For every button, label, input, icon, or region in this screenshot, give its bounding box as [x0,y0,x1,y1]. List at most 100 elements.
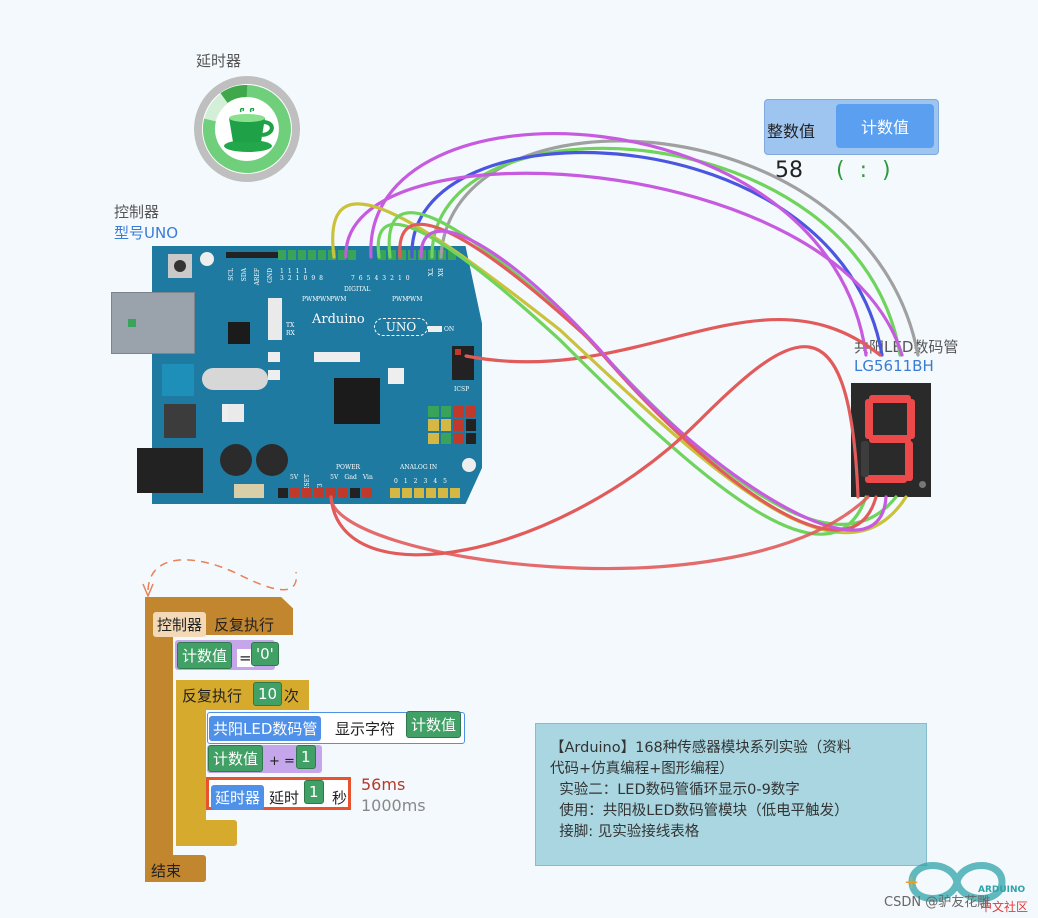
power-header [278,488,374,498]
delay-elapsed: 56ms [361,775,406,794]
info-line-1: 【Arduino】168种传感器模块系列实验（资料 [550,740,852,756]
wire-red-top [464,318,882,364]
label-scl: SCL [228,268,235,281]
end-block[interactable] [145,855,206,882]
watermark-sub: 中文社区 [980,900,1029,914]
display-tag[interactable]: 共阳LED数码管 [209,716,322,741]
delay-command: 延时 [269,789,300,807]
loop-arrow [147,559,297,591]
segment-d [865,475,907,483]
aux-header [226,252,278,258]
resistor-2 [268,370,280,380]
mcu-chip [334,378,380,424]
mount-hole [462,458,476,472]
mount-hole-2 [200,252,214,266]
pwm-label-5: PWM [406,296,423,303]
end-label: 结束 [151,862,182,880]
segment-dp [919,481,926,488]
segment-e [861,441,869,477]
counter-value: 58 [775,158,803,183]
delay-total: 1000ms [361,796,426,815]
segment-g [869,435,911,443]
power-label: POWER [336,464,361,471]
controller-tag[interactable]: 控制器 [153,612,207,637]
wire-green [430,146,902,357]
brand-label: Arduino [312,312,365,327]
info-panel: 【Arduino】168种传感器模块系列实验（资料 代码+仿真编程+图形编程） … [535,723,927,866]
increment-value[interactable]: 1 [296,745,316,769]
watermark-logo-text: ARDUINO [978,885,1026,895]
svg-text:+: + [904,872,919,893]
tx-label: TX [286,322,295,329]
digital-label: DIGITAL [344,286,371,293]
arduino-community-logo-icon: + [904,862,1006,902]
display-char-value: ( : ) [836,158,895,183]
power-jack [137,448,203,493]
usb-port [111,292,195,354]
fuse [234,484,264,498]
segment-c [905,441,913,481]
teacup-icon [224,108,274,152]
label-tx: TX [426,268,433,277]
controller-title: 控制器 [114,203,160,221]
timer-widget[interactable] [194,76,300,182]
repeat-unit: 次 [284,687,300,705]
on-led [428,326,442,332]
repeat-block-arm [176,706,206,836]
loop-block-arm [145,630,173,860]
watermark-text: CSDN @驴友花雕 [884,895,991,910]
label-gnd: GND [267,268,274,283]
counter-variable-button[interactable]: 计数值 [836,104,934,148]
icsp-header [452,346,474,380]
info-line-2: 代码+仿真编程+图形编程） [550,761,734,777]
loop-label: 反复执行 [214,616,275,634]
label-rx: RX [436,268,443,277]
resistor-bank-2 [388,368,404,384]
variable-panel: 整数值 计数值 [764,99,939,155]
capacitor-2 [256,444,288,476]
display-model: LG5611BH [854,357,934,375]
assign-value[interactable]: '0' [251,642,279,666]
crystal [202,368,268,390]
repeat-label: 反复执行 [182,687,243,705]
increment-variable[interactable]: 计数值 [208,745,264,772]
display-command: 显示字符 [335,720,396,738]
info-line-5: 接脚: 见实验接线表格 [550,824,700,840]
resistor-3 [228,404,244,422]
variable-type-label: 整数值 [767,122,816,141]
resistor-bank [314,352,360,362]
indicator-grid [428,406,476,444]
repeat-count[interactable]: 10 [253,682,283,706]
assign-operator: = [237,649,254,667]
repeat-block[interactable] [176,680,309,710]
analog-header [390,488,462,498]
delay-tag[interactable]: 延时器 [211,785,265,810]
display-variable[interactable]: 计数值 [406,711,462,738]
assign-variable[interactable]: 计数值 [177,642,233,669]
controller-model: 型号UNO [114,224,179,242]
pwm-label-3: PWM [330,296,347,303]
wire-blue [410,151,884,357]
led-strip [268,298,282,340]
info-line-4: 使用：共阳极LED数码管模块（低电平触发） [550,803,849,819]
reset-button[interactable] [168,254,192,278]
timer-title: 延时器 [196,52,242,70]
increment-operator: + = [269,754,295,769]
resistor-1 [268,352,280,362]
loop-arrow-head [142,583,154,598]
icsp-label: ICSP [454,386,470,393]
label-aref: AREF [254,268,261,286]
segment-f [865,399,873,439]
model-badge: UNO [374,318,428,336]
regulator-area [162,364,194,396]
usb-chip [228,322,250,344]
wire-purple-3 [419,229,888,532]
display-title: 共阳LED数码管 [854,338,959,356]
rx-label: RX [286,330,295,337]
segment-b [907,399,915,439]
seven-segment-display[interactable] [851,383,931,497]
delay-value[interactable]: 1 [304,780,324,804]
analog-label: ANALOG IN [400,464,438,471]
